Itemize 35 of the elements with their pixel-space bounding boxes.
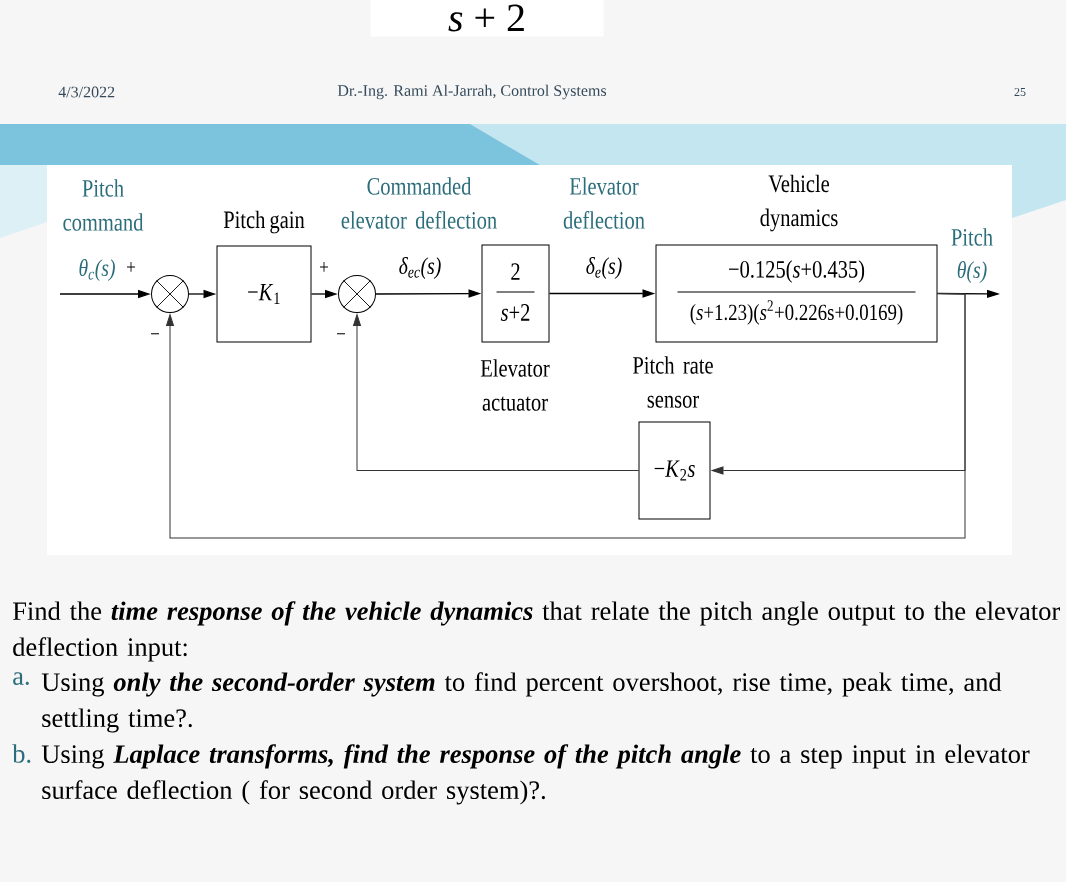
minus-sign: −	[337, 333, 346, 335]
list-marker: a.	[13, 672, 29, 685]
gain-block: −K$_{1}$	[216, 245, 312, 343]
instruction-text: Find the time response of the vehicle dynamics that relate the pitch angle output to the elevator deflection input:	[12, 601, 1060, 662]
signal-name: Elevator deflection	[563, 177, 645, 229]
signal-label: δ$_{ec}$(s)	[399, 257, 441, 279]
transfer-function-block: −0.125(s+0.435) (s+1.23)(s$^{2}$+0.226s+0.0169)	[655, 244, 938, 343]
plus-sign: +	[127, 262, 136, 272]
transfer-function-block: 2 s+2	[481, 244, 550, 343]
signal-label: δ$_{e}$(s)	[586, 257, 622, 279]
question-text: Using only the second-order system to find percent overshoot, rise time, peak time, and settling time?.	[41, 672, 1002, 733]
arrow	[353, 314, 639, 471]
node-label: (s+1.23)(s$^{2}$+0.226s+0.0169)	[690, 300, 903, 325]
plus-sign: +	[320, 262, 329, 272]
list-marker: b.	[12, 744, 31, 763]
block-label: Elevator actuator	[480, 359, 550, 411]
gain-block: −K$_{2}$s	[638, 421, 711, 520]
signal-name: Pitch command	[63, 179, 144, 231]
page-number: 25	[1014, 87, 1026, 96]
block-label: Vehicle dynamics	[760, 174, 838, 232]
arrow	[166, 293, 966, 539]
signal-name: Pitch	[951, 228, 993, 246]
summing-junction	[338, 275, 376, 313]
signal-label: θ$_{c}$(s)	[79, 259, 115, 281]
minus-sign: −	[151, 333, 160, 335]
equation-fragment: s + 2	[370, 0, 604, 37]
footer-date: 4/3/2022	[58, 86, 115, 98]
signal-label: θ(s)	[957, 261, 987, 283]
block-label: Pitch gain	[223, 210, 305, 234]
summing-junction	[151, 275, 189, 313]
footer-text: Dr.-Ing. Rami Al-Jarrah, Control Systems	[337, 84, 607, 100]
block-label: Pitch rate sensor	[633, 356, 713, 408]
signal-name: Commanded elevator deflection	[341, 177, 497, 229]
question-text: Using Laplace transforms, find the response of the pitch angle to a step input in elevator surface deflection ( for second order system)?.	[41, 744, 1030, 805]
node-label: −0.125(s+0.435)	[729, 260, 865, 283]
